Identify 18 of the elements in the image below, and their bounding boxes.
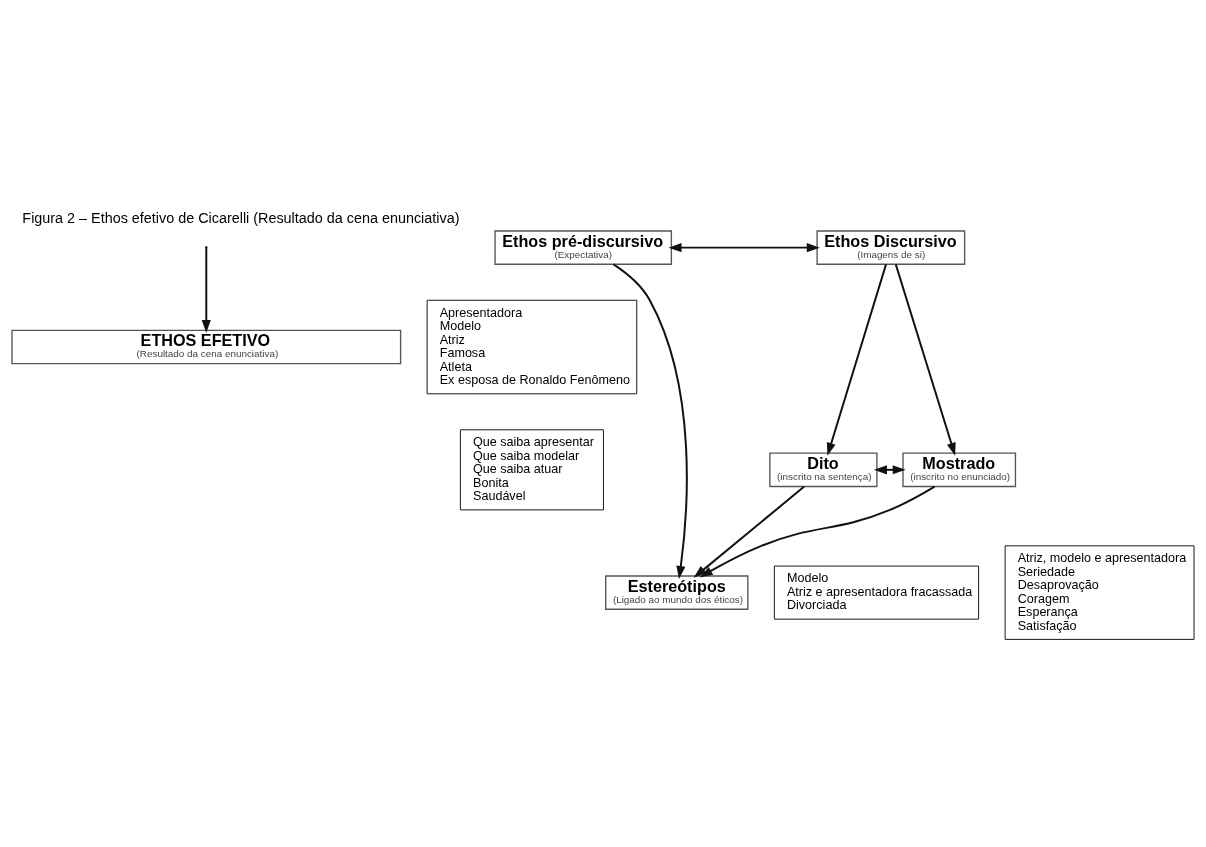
node-box: Apresentadora Modelo Atriz Famosa Atleta Ex esposa de Ronaldo Fenômeno xyxy=(426,299,638,395)
node-box: Ethos pré-discursivo (Expectativa) xyxy=(494,230,673,265)
node-box: Mostrado (inscrito no enunciado) xyxy=(902,452,1017,488)
arrow xyxy=(826,263,887,456)
arrow xyxy=(693,485,806,578)
arrow xyxy=(668,243,820,253)
node-box: Ethos Discursivo (Imagens de si) xyxy=(816,230,966,265)
arrow xyxy=(201,247,211,334)
node-box: Atriz, modelo e apresentadora Seriedade Desaprovação Coragem Esperança Satisfação xyxy=(1004,545,1195,640)
arrow xyxy=(894,263,956,456)
diagram-title: Figura 2 – Ethos efetivo de Cicarelli (Resultado da cena enunciativa) xyxy=(22,209,460,226)
node-box: ETHOS EFETIVO (Resultado da cena enunciativa) xyxy=(11,329,402,365)
node-box: Estereótipos (Ligado ao mundo dos éticos) xyxy=(605,575,749,610)
node-box: Dito (inscrito na sentença) xyxy=(769,452,878,488)
arrow xyxy=(612,263,688,579)
node-box: Modelo Atriz e apresentadora fracassada Divorciada xyxy=(773,565,980,620)
arrow xyxy=(699,485,936,578)
node-box: Que saiba apresentar Que saiba modelar Que saiba atuar Bonita Saudável xyxy=(459,429,604,511)
